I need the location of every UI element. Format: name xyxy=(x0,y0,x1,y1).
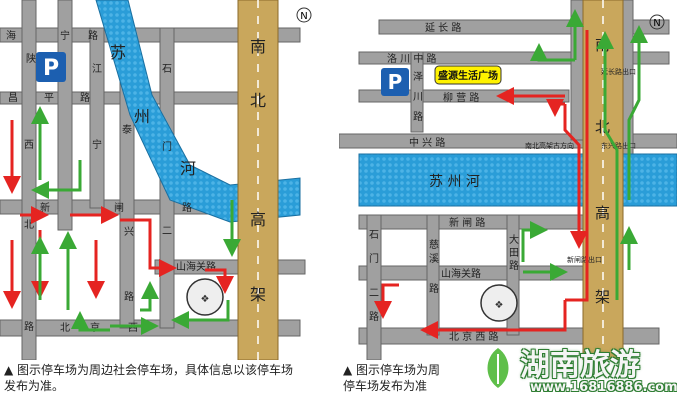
svg-text:❖: ❖ xyxy=(201,294,210,305)
left-north-indicator: N xyxy=(296,7,312,23)
svg-text:海: 海 xyxy=(6,29,16,42)
svg-text:门: 门 xyxy=(369,252,379,265)
left-highway-label: 南北高架 xyxy=(250,37,266,304)
svg-text:二: 二 xyxy=(369,288,379,299)
left-venue-logo: ❖ xyxy=(186,278,224,316)
svg-text:大: 大 xyxy=(509,233,519,246)
right-venue-logo: ❖ xyxy=(480,284,518,322)
svg-text:西: 西 xyxy=(24,140,34,151)
watermark: 湖南旅游 www.16816886.com xyxy=(478,338,677,402)
svg-text:路: 路 xyxy=(413,110,423,123)
svg-text:河: 河 xyxy=(180,159,196,178)
svg-text:宁: 宁 xyxy=(60,29,70,42)
right-road-labels: 延 长 路 洛 川 中 路 柳 营 路 中 兴 路 新 闸 路 山海关路 北 京… xyxy=(369,21,519,343)
svg-text:平: 平 xyxy=(44,93,54,104)
left-note: ▲ 图示停车场为周边社会停车场，具体信息以该停车场发布为准。 xyxy=(4,363,294,393)
svg-text:石: 石 xyxy=(369,230,379,241)
svg-text:架: 架 xyxy=(250,285,266,304)
svg-text:柳 营 路: 柳 营 路 xyxy=(443,91,479,104)
svg-text:路: 路 xyxy=(369,310,379,323)
svg-text:高: 高 xyxy=(595,204,610,222)
watermark-url: www.16816886.com xyxy=(530,380,677,395)
left-parking-label: P xyxy=(43,56,59,81)
svg-text:东兴路出口: 东兴路出口 xyxy=(601,141,636,150)
left-river-label: 苏州河 xyxy=(110,43,196,178)
right-green-routes xyxy=(521,9,648,300)
svg-text:延 长 路: 延 长 路 xyxy=(425,21,461,34)
right-parking-sign xyxy=(381,68,409,96)
svg-text:路: 路 xyxy=(182,201,192,214)
svg-text:兴: 兴 xyxy=(124,226,134,238)
svg-text:盛源生活广场: 盛源生活广场 xyxy=(438,69,498,82)
svg-text:路: 路 xyxy=(124,290,134,303)
svg-text:北: 北 xyxy=(60,322,70,334)
left-road-labels: 海宁路 陕江 昌平路 西宁 新闸路 泰兴路 石门二 北路 北京西 山海关路 xyxy=(6,29,216,334)
right-plaza-label xyxy=(434,65,502,85)
svg-text:二: 二 xyxy=(162,226,172,237)
svg-text:N: N xyxy=(653,18,660,29)
svg-text:延长路出口: 延长路出口 xyxy=(601,67,636,76)
svg-text:南北高架古方向: 南北高架古方向 xyxy=(525,141,574,150)
svg-text:P: P xyxy=(388,70,403,94)
left-map: P N 海宁路 陕江 昌平路 西宁 新闸路 泰兴路 石门二 北路 北京西 山海关… xyxy=(0,0,312,360)
svg-text:石: 石 xyxy=(162,64,172,75)
svg-text:京: 京 xyxy=(90,321,100,334)
svg-text:南: 南 xyxy=(250,37,266,56)
left-suzhou-river xyxy=(95,0,301,223)
right-river-label: 苏 州 河 xyxy=(429,174,480,190)
svg-text:苏 州 河: 苏 州 河 xyxy=(429,174,480,190)
svg-text:北: 北 xyxy=(250,91,266,110)
svg-text:泰: 泰 xyxy=(122,123,132,136)
right-note: ▲ 图示停车场为周 停车场发布为准 xyxy=(343,363,441,393)
svg-text:州: 州 xyxy=(134,107,150,126)
svg-text:新 闸 路: 新 闸 路 xyxy=(449,216,485,229)
svg-text:高: 高 xyxy=(250,210,266,229)
svg-text:山海关路: 山海关路 xyxy=(441,267,481,280)
left-green-routes xyxy=(31,106,241,335)
right-suzhou-river xyxy=(358,153,677,207)
svg-text:慈: 慈 xyxy=(429,238,439,251)
svg-text:门: 门 xyxy=(162,140,172,153)
svg-text:路: 路 xyxy=(509,259,519,272)
svg-text:西: 西 xyxy=(128,323,138,334)
svg-text:洛 川 中 路: 洛 川 中 路 xyxy=(387,52,437,65)
left-parking-sign xyxy=(36,52,66,82)
svg-text:昌: 昌 xyxy=(8,92,18,104)
svg-text:江: 江 xyxy=(92,63,102,75)
watermark-title: 湖南旅游 xyxy=(520,348,640,383)
svg-text:新闸路出口: 新闸路出口 xyxy=(567,255,602,264)
svg-text:闸: 闸 xyxy=(114,201,124,214)
svg-text:N: N xyxy=(300,11,307,22)
svg-text:陕: 陕 xyxy=(26,52,36,65)
svg-text:泽: 泽 xyxy=(413,71,423,83)
svg-text:南: 南 xyxy=(595,36,610,54)
svg-text:架: 架 xyxy=(595,288,610,306)
svg-text:路: 路 xyxy=(429,282,439,295)
svg-text:路: 路 xyxy=(24,320,34,333)
svg-text:路: 路 xyxy=(80,91,90,104)
right-exit-labels: 延长路出口 东兴路出口 南北高架古方向 新闸路出口 xyxy=(525,67,636,264)
watermark-leaf-icon xyxy=(487,348,509,388)
svg-text:苏: 苏 xyxy=(110,43,126,62)
svg-text:中 兴 路: 中 兴 路 xyxy=(409,136,445,149)
svg-text:新: 新 xyxy=(40,201,50,214)
svg-text:溪: 溪 xyxy=(429,253,439,265)
svg-text:田: 田 xyxy=(509,248,519,259)
right-map: P 盛源生活广场 N 延 长 路 洛 川 中 路 柳 营 路 中 兴 路 新 闸… xyxy=(339,0,677,360)
svg-text:川: 川 xyxy=(413,92,423,103)
svg-text:北: 北 xyxy=(24,219,34,231)
right-north-indicator: N xyxy=(649,14,665,30)
right-red-routes xyxy=(374,30,589,339)
svg-text:路: 路 xyxy=(88,29,98,42)
svg-text:宁: 宁 xyxy=(92,138,102,151)
svg-text:北 京 西 路: 北 京 西 路 xyxy=(449,330,499,343)
svg-text:❖: ❖ xyxy=(495,300,504,311)
